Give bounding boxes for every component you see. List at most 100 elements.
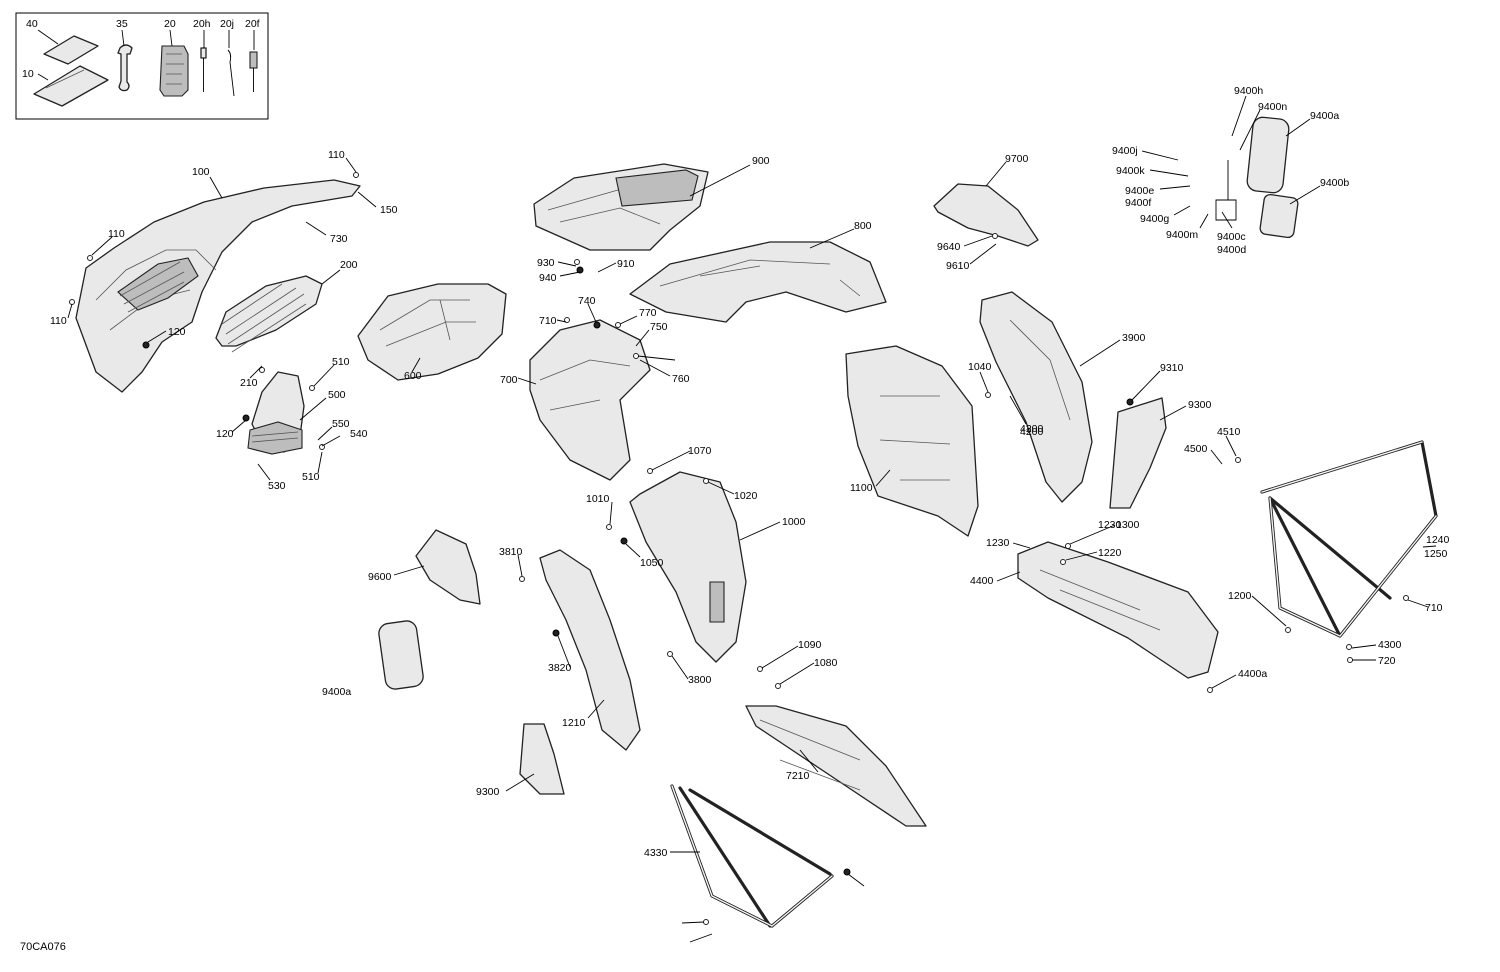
callout: 1090 (798, 639, 822, 651)
tool-kit-icon (159, 45, 189, 97)
kit-label: 10 (22, 68, 34, 80)
callout: 9400h (1234, 85, 1263, 97)
kit-label: 20f (245, 18, 260, 30)
callout: 1230 (986, 537, 1010, 549)
callout: 750 (650, 321, 668, 333)
rocker-panel-1200-part (745, 705, 927, 827)
callout: 110 (50, 315, 67, 327)
accessory-kit-inset: 40 35 20 20h 20j 20f 10 (15, 12, 269, 120)
callout: 4500 (1184, 443, 1208, 455)
callout: 200 (340, 259, 358, 271)
callout: 9300 (1188, 399, 1212, 411)
mirror-9400a-lower-part (378, 620, 424, 690)
door-frame-4400-part (1260, 440, 1438, 638)
callout: 4200 (1020, 426, 1044, 438)
callout: 710 (539, 315, 557, 327)
side-trim-1100-part (845, 345, 979, 537)
callout: 9400m (1166, 229, 1198, 241)
headlight-bracket-part (247, 371, 305, 455)
callout: 1300 (1116, 519, 1140, 531)
callout: 1070 (688, 445, 712, 457)
callout: 210 (240, 377, 258, 389)
kit-label: 20 (164, 18, 176, 30)
hood-support-part (357, 283, 507, 381)
callout: 9400c (1217, 231, 1246, 243)
callout: 1080 (814, 657, 838, 669)
callout: 1230 (1098, 519, 1122, 531)
callout: 9400a (322, 686, 351, 698)
bracket-9600-part (415, 529, 481, 605)
center-console-part (529, 319, 651, 481)
callout: 4510 (1217, 426, 1241, 438)
callout: 9640 (937, 241, 961, 253)
callout: 800 (854, 220, 872, 232)
callout: 4400 (970, 575, 994, 587)
hood-part (533, 163, 709, 251)
callout: 9400n (1258, 101, 1287, 113)
callout: 900 (752, 155, 770, 167)
callout: 700 (500, 374, 518, 386)
callout: 1240 (1426, 534, 1450, 546)
door-frame-4300-part (670, 784, 834, 928)
callout: 9400k (1116, 165, 1145, 177)
callout: 120 (168, 326, 186, 338)
callout: 3900 (1122, 332, 1146, 344)
callout: 1020 (734, 490, 758, 502)
callout: 930 (537, 257, 555, 269)
callout: 1040 (968, 361, 992, 373)
callout: 1250 (1424, 548, 1448, 560)
rocker-panel-1300-part (1017, 541, 1219, 679)
callout: 9400j (1112, 145, 1138, 157)
callout: 710 (1425, 602, 1443, 614)
kit-label: 35 (116, 18, 128, 30)
grille-part (215, 275, 323, 353)
callout: 730 (330, 233, 348, 245)
callout: 1220 (1098, 547, 1122, 559)
door-panel-9300-part (519, 397, 1167, 795)
callout: 940 (539, 272, 557, 284)
callout: 510 (332, 356, 350, 368)
kit-label: 20h (193, 18, 211, 30)
callout: 3800 (688, 674, 712, 686)
callout: 9400e (1125, 185, 1154, 197)
kit-label: 20j (220, 18, 234, 30)
callout: 1200 (1228, 590, 1252, 602)
hook-tool-icon (227, 49, 235, 97)
callout: 4300 (1378, 639, 1402, 651)
callout: 540 (350, 428, 368, 440)
callout: 1000 (782, 516, 806, 528)
callout: 9400b (1320, 177, 1349, 189)
callout: 1050 (640, 557, 664, 569)
cowl-panel-part (629, 241, 887, 323)
callout: 3810 (499, 546, 523, 558)
callout: 9600 (368, 571, 392, 583)
callout: 600 (404, 370, 422, 382)
callout: 150 (380, 204, 398, 216)
fender-3900-part (979, 291, 1093, 503)
dashboard-side-panel-part (629, 471, 747, 663)
callout: 720 (1378, 655, 1396, 667)
callout: 4330 (644, 847, 668, 859)
fastener-tool-icon (249, 51, 258, 92)
callout: 110 (108, 228, 125, 240)
fasteners (69, 172, 1409, 925)
callout: 9300 (476, 786, 500, 798)
wrench-icon (117, 44, 133, 92)
callout: 740 (578, 295, 596, 307)
callout: 9610 (946, 260, 970, 272)
callout: 3820 (548, 662, 572, 674)
callout: 9400d (1217, 244, 1246, 256)
callout: 1210 (562, 717, 586, 729)
callout: 9400f (1125, 197, 1151, 209)
callout: 4400a (1238, 668, 1267, 680)
callout: 110 (328, 149, 345, 161)
callout: 510 (302, 471, 320, 483)
mirror-9400a-part (1215, 116, 1299, 239)
callout: 120 (216, 428, 234, 440)
tie-strap-icon (200, 47, 207, 92)
callout: 760 (672, 373, 690, 385)
callout: 770 (639, 307, 657, 319)
manual-icon (33, 35, 109, 107)
callout: 500 (328, 389, 346, 401)
